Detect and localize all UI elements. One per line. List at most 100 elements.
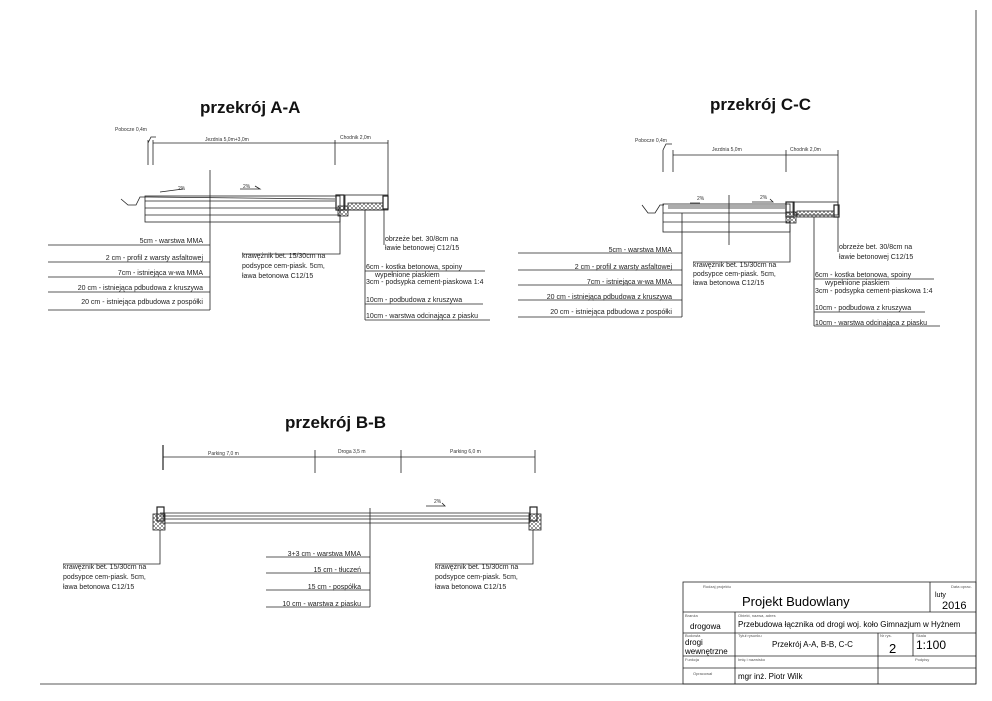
sidewalk-labels: 6cm - kostka betonowa, spoiny wypełnione… [364, 210, 490, 321]
number-label: Nr rys. [880, 633, 892, 638]
road-profile: 2% [152, 499, 542, 607]
dimension-line: Pobocze 0,4m Jezdnia 5,0m+3,0m Chodnik 2… [115, 127, 389, 195]
object-label: Obiekt, nazwa, adres [738, 613, 776, 618]
sidewalk-label: wypełnione piaskiem [824, 280, 890, 287]
slope-label: 2% [760, 195, 768, 201]
layer-label: 15 cm - pospółka [308, 584, 361, 591]
building-line: wewnętrzne [684, 647, 728, 656]
drawing-title-label: Tytuł rysunku [738, 633, 762, 638]
curb-label-line: krawężnik bet. 15/30cm na [242, 253, 325, 260]
dim-label-pobocze: Pobocze 0,4m [115, 127, 147, 133]
curb-label-line: podsypce cem-piask. 5cm, [242, 263, 325, 270]
sidewalk-label: 10cm - warstwa odcinająca z piasku [815, 320, 927, 327]
title-block: Rodzaj projektu Projekt Budowlany Data o… [682, 581, 977, 685]
layer-label: 7cm - istniejąca w-wa MMA [587, 279, 673, 286]
dim-label-parking-right: Parking 6,0 m [450, 449, 481, 455]
dimension-line: Parking 7,0 m Droga 3,5 m Parking 6,0 m [162, 445, 536, 473]
curb-right-label: krawężnik bet. 15/30cm na podsypce cem-p… [435, 530, 534, 591]
sidewalk-label: 10cm - podbudowa z kruszywa [366, 297, 462, 304]
date-month: luty [935, 592, 946, 599]
scale: 1:100 [916, 638, 946, 652]
section-title: przekrój A-A [200, 98, 300, 117]
layer-label: 5cm - warstwa MMA [140, 238, 204, 245]
curb-label-line: krawężnik bet. 15/30cm na [63, 564, 146, 571]
curb-label-line: podsypce cem-piask. 5cm, [63, 574, 146, 581]
slope-label: 2% [697, 196, 705, 202]
layer-label: 3+3 cm - warstwa MMA [288, 551, 362, 558]
curb-label-line: ława betonowa C12/15 [435, 584, 506, 591]
layer-label: 20 cm - istniejąca pdbudowa z pospółki [550, 309, 672, 316]
curb-label-line: ława betonowa C12/15 [693, 280, 764, 287]
section-title: przekrój B-B [285, 413, 386, 432]
curb-label: krawężnik bet. 15/30cm na podsypce cem-p… [693, 225, 791, 287]
curb-label: krawężnik bet. 15/30cm na podsypce cem-p… [242, 216, 341, 280]
section-c-c: przekrój C-C Pobocze 0,4m Jezdnia 5,0m C… [518, 95, 940, 327]
curb-label-line: ława betonowa C12/15 [63, 584, 134, 591]
curb-label-line: krawężnik bet. 15/30cm na [435, 564, 518, 571]
edge-label: obrzeże bet. 30/8cm na ławie betonowej C… [837, 217, 913, 261]
layer-labels: 5cm - warstwa MMA 2 cm - profil z warsty… [518, 213, 683, 318]
layer-label: 20 cm - istniejąca pdbudowa z kruszywa [78, 285, 203, 292]
edge-label-line: obrzeże bet. 30/8cm na [385, 236, 458, 243]
dimension-line: Pobocze 0,4m Jezdnia 5,0m Chodnik 2,0m [635, 138, 839, 205]
slope-label: 2% [178, 186, 186, 192]
edge-label: obrzeże bet. 30/8cm na ławie betonowej C… [383, 209, 459, 252]
author: mgr inż. Piotr Wilk [738, 672, 803, 681]
project-type: Projekt Budowlany [742, 594, 850, 609]
layer-label: 2 cm - profil z warsty asfaltowej [575, 264, 673, 271]
slope-label: 2% [243, 184, 251, 190]
project-type-label: Rodzaj projektu [703, 584, 731, 589]
building-line: drogi [685, 638, 703, 647]
layer-label: 10 cm - warstwa z piasku [282, 601, 361, 608]
branch: drogowa [690, 622, 721, 631]
layer-label: 5cm - warstwa MMA [609, 247, 673, 254]
layer-label: 2 cm - profil z warsty asfaltowej [106, 255, 204, 262]
branch-label: Branża [685, 613, 698, 618]
road-profile: 2% 2% [120, 170, 389, 310]
sidewalk-label: 3cm - podsypka cement-piaskowa 1:4 [815, 288, 933, 295]
curb-label-line: podsypce cem-piask. 5cm, [435, 574, 518, 581]
road-profile: 2% 2% [641, 195, 840, 245]
sidewalk-label: 10cm - podbudowa z kruszywa [815, 305, 911, 312]
slope-label: 2% [434, 499, 442, 505]
dim-label-pobocze: Pobocze 0,4m [635, 138, 667, 144]
date-label: Data oprac. [951, 584, 972, 589]
signatures-label: Podpisy [915, 657, 929, 662]
curb-left-label: krawężnik bet. 15/30cm na podsypce cem-p… [63, 530, 161, 591]
layer-label: 7cm - istniejąca w-wa MMA [118, 270, 204, 277]
author-label: Opracował [693, 671, 712, 676]
object: Przebudowa łącznika od drogi woj. koło G… [738, 620, 961, 629]
sidewalk-label: wypełnione piaskiem [374, 272, 440, 279]
name-label: Imię i nazwisko [738, 657, 766, 662]
sidewalk-label: 6cm - kostka betonowa, spoiny [366, 264, 463, 271]
dim-label-jezdnia: Jezdnia 5,0m [712, 147, 742, 153]
dim-label-chodnik: Chodnik 2,0m [340, 135, 371, 141]
edge-label-line: obrzeże bet. 30/8cm na [839, 244, 912, 251]
section-b-b: przekrój B-B Parking 7,0 m Droga 3,5 m P… [63, 413, 542, 608]
sidewalk-label: 6cm - kostka betonowa, spoiny [815, 272, 912, 279]
edge-label-line: ławie betonowej C12/15 [385, 245, 459, 252]
building-label: Budowla [685, 633, 701, 638]
dim-label-parking-left: Parking 7,0 m [208, 451, 239, 457]
dim-label-chodnik: Chodnik 2,0m [790, 147, 821, 153]
dim-label-droga: Droga 3,5 m [338, 449, 366, 455]
layer-label: 15 cm - tłuczeń [314, 567, 362, 574]
drawing-title: Przekrój A-A, B-B, C-C [772, 640, 853, 649]
sidewalk-label: 3cm - podsypka cement-piaskowa 1:4 [366, 279, 484, 286]
scale-label: Skala [916, 633, 927, 638]
function-label: Funkcja [685, 657, 700, 662]
layer-label: 20 cm - istniejąca pdbudowa z pospółki [81, 299, 203, 306]
date-year: 2016 [942, 600, 966, 612]
layer-label: 20 cm - istniejąca pdbudowa z kruszywa [547, 294, 672, 301]
edge-label-line: ławie betonowej C12/15 [839, 254, 913, 261]
curb-label-line: ława betonowa C12/15 [242, 273, 313, 280]
layer-labels: 3+3 cm - warstwa MMA 15 cm - tłuczeń 15 … [266, 551, 370, 608]
sidewalk-label: 10cm - warstwa odcinająca z piasku [366, 313, 478, 320]
layer-labels: 5cm - warstwa MMA 2 cm - profil z warsty… [48, 238, 210, 311]
drawing-number: 2 [889, 641, 896, 656]
dim-label-jezdnia: Jezdnia 5,0m+3,0m [205, 137, 249, 143]
curb-label-line: krawężnik bet. 15/30cm na [693, 262, 776, 269]
section-a-a: przekrój A-A Pobocze 0,4m Jezdnia 5,0m+3… [48, 98, 490, 321]
section-title: przekrój C-C [710, 95, 811, 114]
